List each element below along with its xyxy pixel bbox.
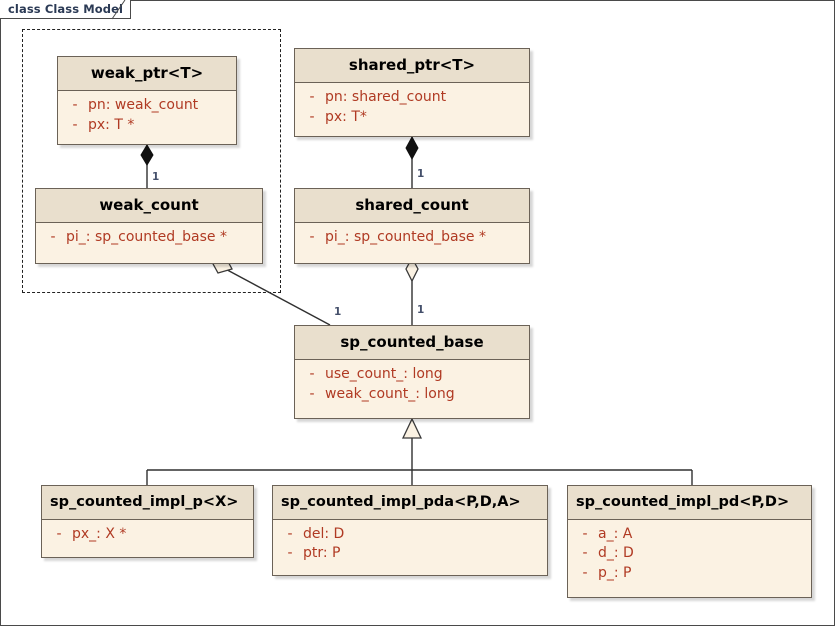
visibility-marker: - — [287, 525, 293, 542]
class-attributes-shared-count: - pi_: sp_counted_base * — [295, 223, 529, 254]
attribute-row: - px: T* — [299, 108, 525, 128]
attribute-row: - pi_: sp_counted_base * — [299, 228, 525, 248]
visibility-marker: - — [287, 545, 293, 562]
visibility-marker: - — [309, 229, 315, 245]
visibility-marker: - — [72, 116, 78, 133]
class-attributes-sp-counted-impl-p: - px_: X * — [42, 519, 253, 551]
attribute-text: px_: X * — [72, 525, 127, 542]
connector-generalization-bus — [146, 417, 693, 485]
class-box-sp-counted-impl-p[interactable]: sp_counted_impl_p<X> - px_: X * — [41, 485, 254, 558]
multiplicity-weak-count-sp-counted-base: 1 — [334, 306, 342, 318]
class-name-sp-counted-impl-pd: sp_counted_impl_pd<P,D> — [568, 486, 811, 520]
visibility-marker: - — [56, 525, 62, 542]
attribute-row: - px_: X * — [46, 525, 249, 545]
attribute-text: use_count_: long — [325, 366, 443, 382]
dashed-group-region — [22, 29, 281, 293]
attribute-row: - use_count_: long — [299, 365, 525, 385]
attribute-row: - p_: P — [572, 564, 807, 584]
class-box-shared-ptr[interactable]: shared_ptr<T> - pn: shared_count - px: T… — [294, 48, 530, 137]
class-name-shared-ptr: shared_ptr<T> — [295, 49, 529, 83]
attribute-row: - px: T * — [62, 116, 232, 136]
class-box-shared-count[interactable]: shared_count - pi_: sp_counted_base * — [294, 188, 530, 264]
class-box-weak-count[interactable]: weak_count - pi_: sp_counted_base * — [35, 188, 263, 264]
attribute-row: - pi_: sp_counted_base * — [40, 228, 258, 248]
attribute-text: pn: shared_count — [325, 89, 447, 105]
class-name-weak-count: weak_count — [36, 189, 262, 223]
class-box-sp-counted-base[interactable]: sp_counted_base - use_count_: long - wea… — [294, 325, 530, 419]
class-box-sp-counted-impl-pd[interactable]: sp_counted_impl_pd<P,D> - a_: A - d_: D … — [567, 485, 812, 598]
visibility-marker: - — [72, 97, 78, 113]
attribute-text: weak_count_: long — [325, 385, 455, 402]
multiplicity-weak-ptr-weak-count: 1 — [152, 171, 160, 183]
attribute-row: - pn: shared_count — [299, 88, 525, 108]
multiplicity-shared-count-sp-counted-base: 1 — [417, 304, 425, 316]
connector-shared-ptr-shared-count — [405, 135, 419, 188]
attribute-row: - a_: A — [572, 525, 807, 545]
class-attributes-shared-ptr: - pn: shared_count - px: T* — [295, 83, 529, 134]
class-name-weak-ptr: weak_ptr<T> — [58, 57, 236, 91]
attribute-row: - weak_count_: long — [299, 385, 525, 405]
filled-diamond-icon — [405, 135, 419, 161]
class-box-weak-ptr[interactable]: weak_ptr<T> - pn: weak_count - px: T * — [57, 56, 237, 145]
multiplicity-shared-ptr-shared-count: 1 — [417, 168, 425, 180]
class-attributes-sp-counted-impl-pd: - a_: A - d_: D - p_: P — [568, 519, 811, 591]
attribute-text: pn: weak_count — [88, 97, 199, 113]
attribute-text: d_: D — [598, 545, 634, 562]
attribute-row: - d_: D — [572, 544, 807, 564]
visibility-marker: - — [309, 385, 315, 402]
class-name-shared-count: shared_count — [295, 189, 529, 223]
class-name-sp-counted-impl-pda: sp_counted_impl_pda<P,D,A> — [273, 486, 547, 520]
attribute-text: ptr: P — [303, 545, 341, 562]
attribute-text: pi_: sp_counted_base * — [325, 229, 486, 245]
class-name-sp-counted-impl-p: sp_counted_impl_p<X> — [42, 486, 253, 520]
visibility-marker: - — [50, 229, 56, 245]
attribute-text: del: D — [303, 525, 345, 542]
hollow-triangle-icon — [401, 417, 423, 439]
connector-shared-count-sp-counted-base — [405, 256, 419, 327]
class-attributes-weak-count: - pi_: sp_counted_base * — [36, 223, 262, 254]
visibility-marker: - — [582, 525, 588, 542]
attribute-row: - ptr: P — [277, 544, 543, 564]
diagram-title-label: class Class Model — [8, 2, 124, 16]
attribute-text: pi_: sp_counted_base * — [66, 229, 227, 245]
visibility-marker: - — [582, 545, 588, 562]
attribute-row: - del: D — [277, 525, 543, 545]
visibility-marker: - — [309, 366, 315, 382]
class-box-sp-counted-impl-pda[interactable]: sp_counted_impl_pda<P,D,A> - del: D - pt… — [272, 485, 548, 576]
attribute-text: p_: P — [598, 565, 632, 582]
attribute-text: a_: A — [598, 525, 633, 542]
attribute-row: - pn: weak_count — [62, 96, 232, 116]
attribute-text: px: T * — [88, 116, 135, 133]
attribute-text: px: T* — [325, 108, 367, 125]
class-attributes-weak-ptr: - pn: weak_count - px: T * — [58, 91, 236, 142]
class-name-sp-counted-base: sp_counted_base — [295, 326, 529, 360]
visibility-marker: - — [582, 565, 588, 582]
diagram-title-tab[interactable]: class Class Model — [0, 0, 132, 19]
class-attributes-sp-counted-impl-pda: - del: D - ptr: P — [273, 519, 547, 571]
diagram-tab-slant-icon — [111, 0, 130, 20]
visibility-marker: - — [309, 89, 315, 105]
visibility-marker: - — [309, 108, 315, 125]
class-attributes-sp-counted-base: - use_count_: long - weak_count_: long — [295, 360, 529, 411]
